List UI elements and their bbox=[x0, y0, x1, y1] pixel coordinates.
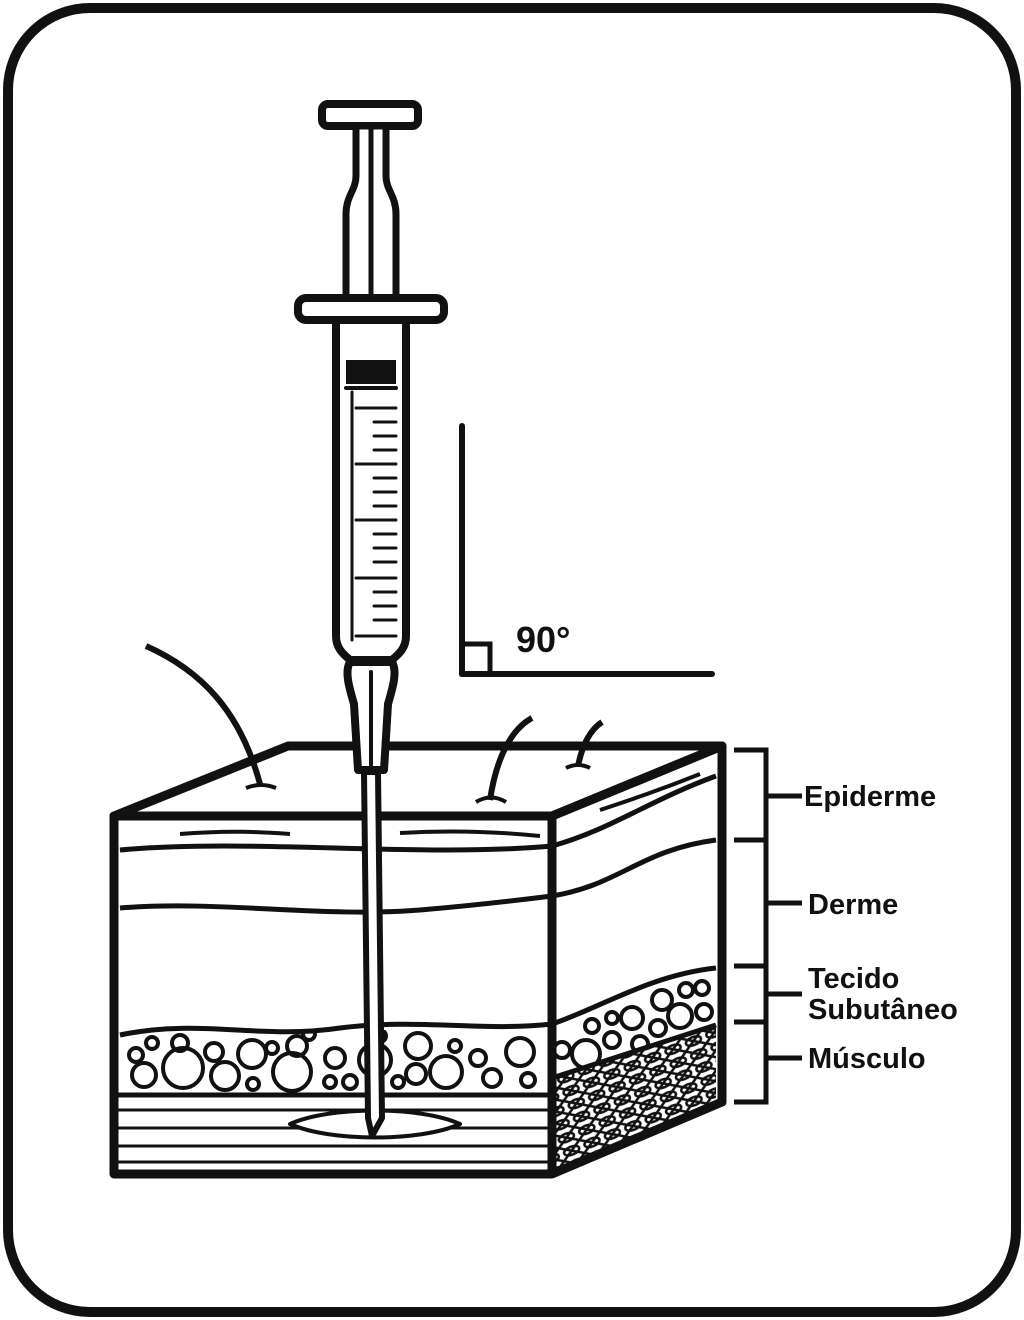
syringe bbox=[294, 100, 448, 774]
right-angle-marker bbox=[459, 641, 493, 677]
skin-block bbox=[109, 643, 727, 1179]
skin-front-face bbox=[109, 811, 557, 1179]
needle bbox=[361, 769, 385, 1139]
epiderme-detail bbox=[399, 829, 541, 838]
tecido-line bbox=[119, 1021, 553, 1038]
label-tecido: Tecido bbox=[808, 963, 899, 995]
hair bbox=[575, 719, 604, 767]
barrel-graduations bbox=[354, 406, 398, 638]
layer-bracket bbox=[734, 747, 802, 1105]
label-subcutaneo: Subutâneo bbox=[808, 994, 958, 1026]
hair bbox=[487, 715, 534, 801]
label-epiderme: Epiderme bbox=[804, 781, 936, 813]
skin-side-face bbox=[550, 741, 727, 1179]
angle-label: 90° bbox=[516, 619, 570, 660]
label-derme: Derme bbox=[808, 889, 898, 921]
hair bbox=[144, 643, 263, 785]
label-musculo: Músculo bbox=[808, 1043, 926, 1075]
epiderme-detail bbox=[179, 829, 291, 836]
plunger-stopper bbox=[346, 360, 396, 384]
epiderme-line bbox=[119, 843, 553, 853]
frame-border bbox=[3, 3, 1021, 1317]
derme-line bbox=[119, 893, 553, 915]
side-fat-cells bbox=[552, 979, 714, 1070]
angle-indicator bbox=[459, 423, 715, 677]
